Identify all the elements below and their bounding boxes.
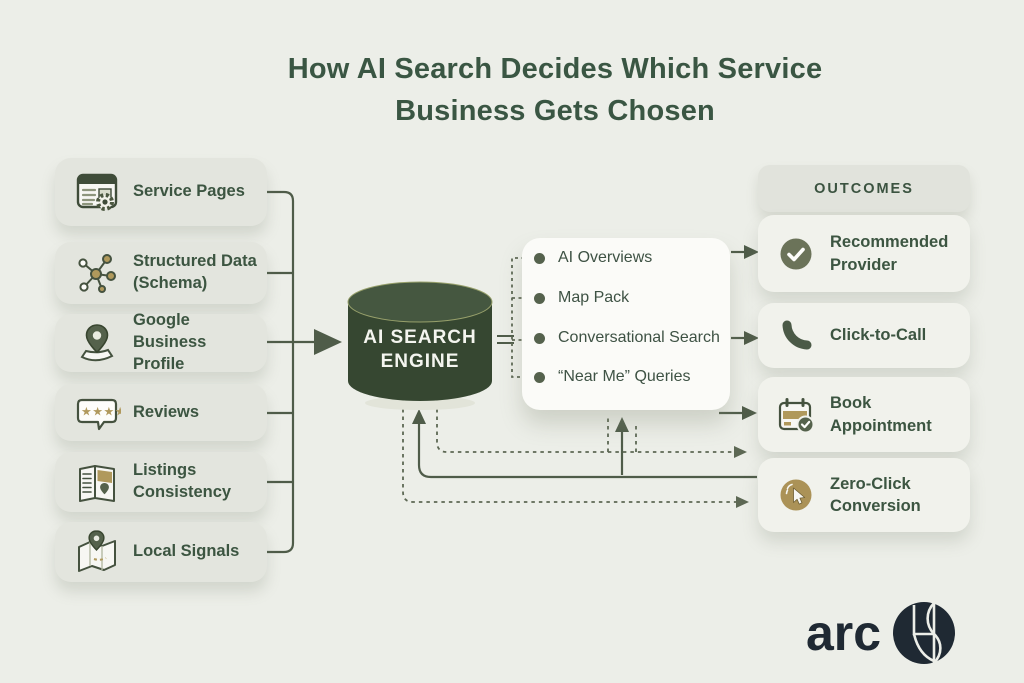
bullet-dot [534, 371, 545, 383]
search-surfaces-panel [522, 238, 730, 410]
feedback-dashed-lines [402, 409, 738, 503]
svg-text:★★★★: ★★★★ [81, 404, 121, 418]
input-card-listings-consistency: Listings Consistency [55, 452, 267, 512]
review-stars-icon: ★★★★ [73, 390, 121, 436]
output-item-map-pack: Map Pack [534, 287, 629, 309]
input-label: Listings Consistency [133, 461, 232, 501]
output-item-ai-overviews: AI Overviews [534, 247, 652, 269]
input-card-service-pages: Service Pages [55, 158, 267, 226]
feedback-solid-lines [417, 422, 757, 479]
input-label: Service Pages [133, 182, 245, 201]
outcome-card-recommended-provider: Recommended Provider [758, 215, 970, 292]
outcome-label: Click-to-Call [830, 326, 927, 345]
page-title-line2: Business Gets Chosen [395, 95, 715, 128]
input-card-google-business-profile: Google Business Profile [55, 311, 267, 373]
outcome-arrowheads [742, 245, 759, 420]
output-label: “Near Me” Queries [558, 368, 691, 385]
engine-label-line2: ENGINE [380, 351, 460, 373]
local-map-icon [73, 529, 121, 575]
map-pin-icon [73, 320, 121, 366]
output-label: Map Pack [558, 289, 630, 306]
service-pages-icon [73, 169, 121, 215]
input-label: Reviews [133, 402, 200, 421]
output-item-conversational-search: Conversational Search [534, 327, 720, 349]
outcome-card-click-to-call: Click-to-Call [758, 303, 970, 368]
engine-label-line1: AI SEARCH [363, 327, 477, 348]
bullet-dot [534, 292, 545, 304]
outcome-card-zero-click-conversion: Zero-Click Conversion [758, 458, 970, 532]
input-card-reviews: ★★★★ Reviews [55, 384, 267, 441]
listings-icon [73, 459, 121, 505]
outcome-label: Book Appointment [830, 394, 932, 435]
check-circle-icon [776, 234, 816, 274]
page-title-line1: How AI Search Decides Which Service [287, 53, 823, 85]
input-card-local-signals: Local Signals [55, 522, 267, 582]
feedback-solid-arrowheads [412, 409, 629, 432]
schema-network-icon [73, 250, 121, 296]
outcome-arrows [719, 250, 746, 415]
input-label: Google Business Profile [133, 311, 207, 373]
output-item-near-me-queries: “Near Me” Queries [534, 366, 690, 388]
brand-logo: arc [806, 600, 957, 666]
bullet-dot [534, 252, 545, 264]
phone-icon [776, 316, 816, 356]
brand-logo-mark-icon [891, 600, 957, 666]
page-title: How AI Search Decides Which Service Busi… [120, 48, 990, 132]
input-card-structured-data: Structured Data (Schema) [55, 242, 267, 304]
ai-engine-cylinder [347, 281, 493, 410]
calendar-check-icon [776, 395, 816, 435]
input-label: Structured Data (Schema) [133, 252, 257, 292]
feedback-dashed-arrowheads [734, 446, 749, 508]
engine-input-arrowhead [314, 329, 342, 355]
bullet-dot [534, 332, 545, 344]
output-label: AI Overviews [558, 249, 653, 266]
outcome-card-book-appointment: Book Appointment [758, 377, 970, 452]
input-label: Local Signals [133, 542, 240, 561]
cursor-click-icon [776, 475, 816, 515]
ai-search-engine-label: AI SEARCH ENGINE [348, 326, 492, 375]
output-label: Conversational Search [558, 329, 720, 346]
outcomes-header: OUTCOMES [758, 165, 970, 212]
brand-logo-text: arc [806, 605, 882, 661]
outcome-label: Zero-Click Conversion [830, 474, 921, 515]
input-merge-lines [265, 190, 318, 554]
outcome-label: Recommended Provider [830, 233, 949, 274]
